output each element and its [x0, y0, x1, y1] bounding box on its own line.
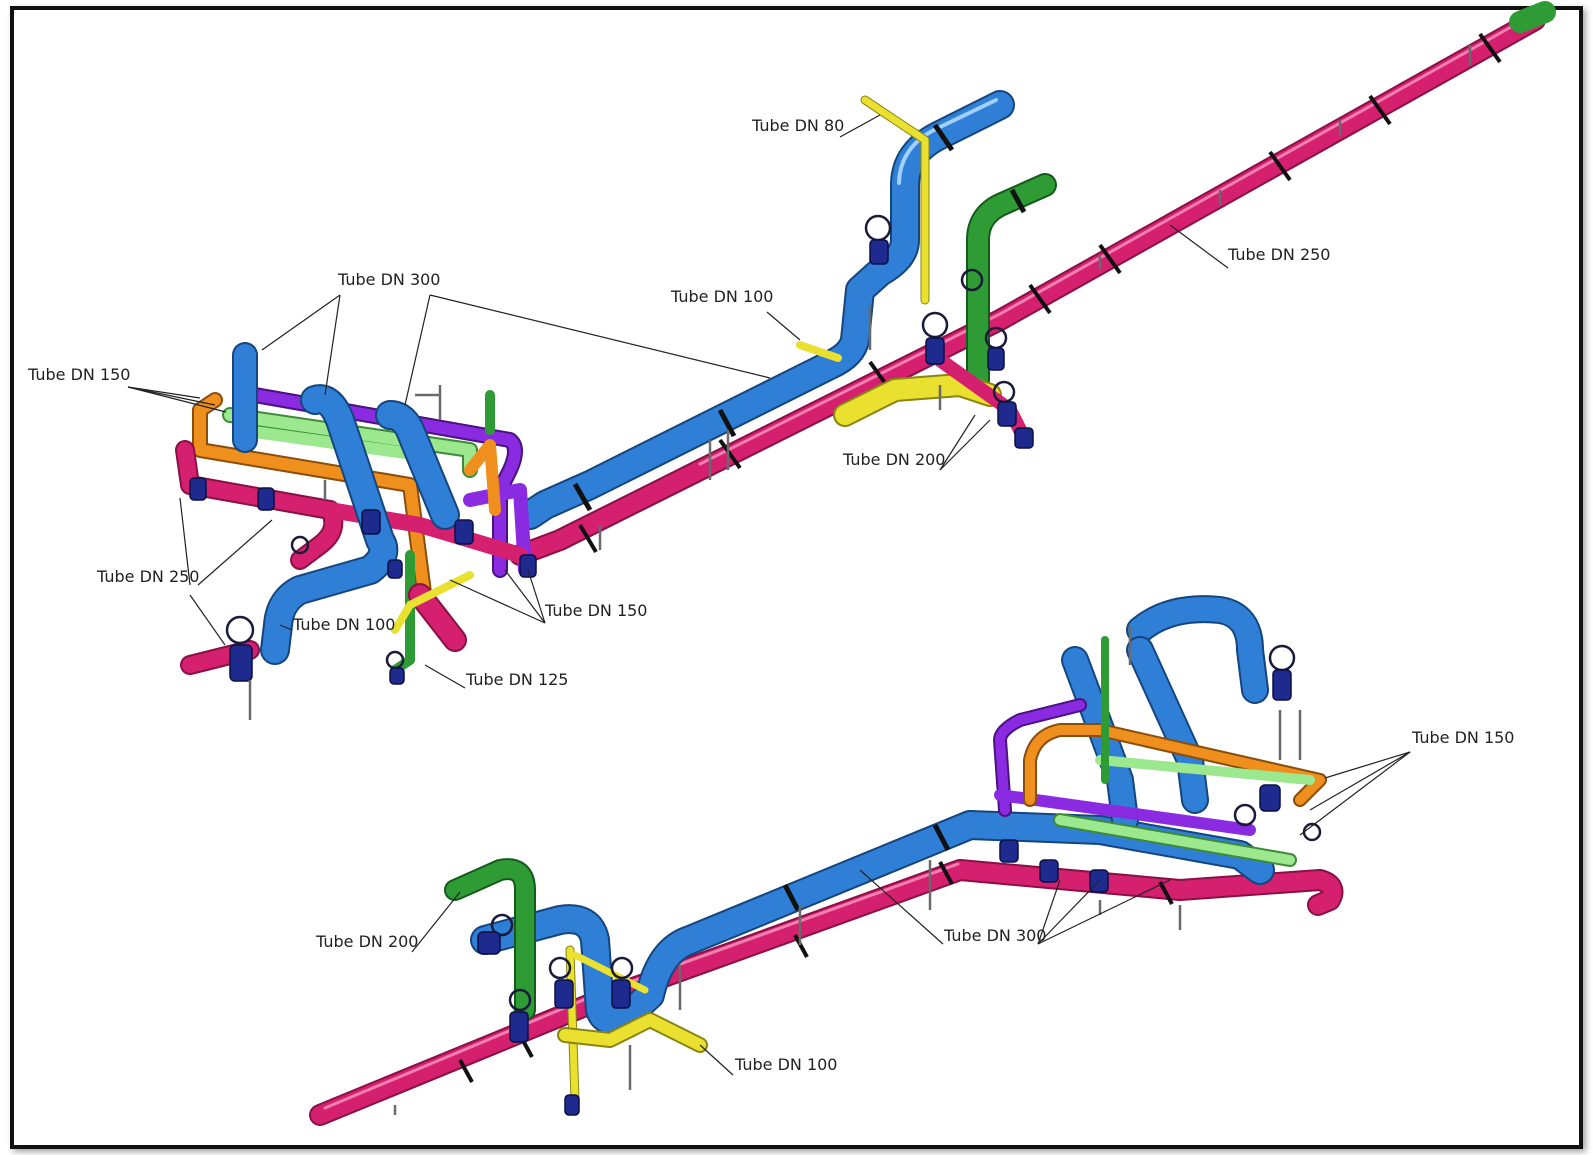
- left-manifold: [175, 342, 537, 720]
- label-dn300-lower: Tube DN 300: [943, 926, 1046, 945]
- diagram-frame: [10, 6, 1583, 1149]
- label-dn200-lower: Tube DN 200: [315, 932, 418, 951]
- lower-dn250-line: [309, 859, 1344, 1126]
- label-dn200-upper: Tube DN 200: [842, 450, 945, 469]
- label-dn250-left: Tube DN 250: [96, 567, 199, 586]
- main-dn250-line: [509, 1, 1556, 566]
- label-dn125: Tube DN 125: [465, 670, 568, 689]
- label-dn250-main: Tube DN 250: [1227, 245, 1330, 264]
- label-dn100-left: Tube DN 100: [292, 615, 395, 634]
- lower-left-cluster: [393, 858, 802, 1116]
- lower-blue-dn300-line: [470, 595, 1275, 1036]
- pipe-supports-upper: [598, 45, 1472, 550]
- valve-cluster-upper-right: [864, 214, 1034, 449]
- label-dn150-middle: Tube DN 150: [544, 601, 647, 620]
- label-dn80: Tube DN 80: [751, 116, 844, 135]
- label-dn300-upper: Tube DN 300: [337, 270, 440, 289]
- label-dn150-left: Tube DN 150: [27, 365, 130, 384]
- tube-labels: Tube DN 80 Tube DN 100 Tube DN 250 Tube …: [27, 116, 1514, 1074]
- label-dn150-right: Tube DN 150: [1411, 728, 1514, 747]
- leader-lines: [127, 114, 1411, 1076]
- label-dn100-upper: Tube DN 100: [670, 287, 773, 306]
- yellow-dn80-line: [796, 95, 930, 362]
- lower-right-manifold: [928, 625, 1327, 930]
- green-dn200-riser: [966, 173, 1057, 392]
- label-dn100-lower: Tube DN 100: [734, 1055, 837, 1074]
